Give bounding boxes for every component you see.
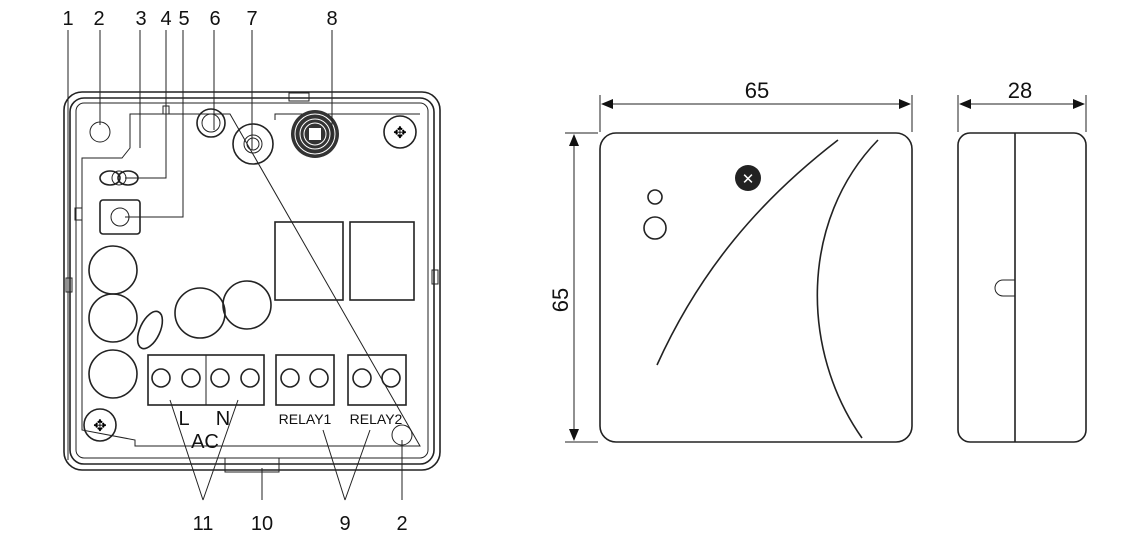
svg-text:✕: ✕	[742, 171, 755, 188]
led-left	[99, 170, 121, 186]
front-view: ✕ 65 65	[548, 78, 913, 443]
dimension-height: 65	[548, 288, 573, 312]
callout-3: 3	[135, 8, 146, 30]
callout-2: 2	[93, 8, 104, 30]
dimension-depth: 28	[1008, 78, 1032, 103]
screw-icon: ✥	[83, 408, 117, 442]
led	[111, 170, 127, 186]
internal-view: ✥ ✥	[62, 8, 441, 535]
antenna-coil	[291, 110, 339, 158]
pcb	[81, 113, 421, 447]
screw-icon: ✕	[735, 165, 761, 191]
svg-text:✥: ✥	[93, 418, 106, 435]
callout-4: 4	[160, 8, 171, 30]
callout-5: 5	[178, 8, 189, 30]
callout-9: 9	[339, 513, 350, 535]
terminal-block-relay2	[347, 354, 407, 406]
label-relay2: RELAY2	[350, 411, 403, 427]
svg-text:✥: ✥	[393, 125, 406, 142]
screw-icon: ✥	[383, 115, 417, 149]
side-view: 28	[957, 78, 1087, 443]
callout-2-bottom: 2	[396, 513, 407, 535]
cable-entry	[224, 457, 280, 473]
label-n: N	[216, 408, 230, 430]
callout-8: 8	[326, 8, 337, 30]
component-7	[232, 123, 274, 165]
callout-10: 10	[251, 513, 273, 535]
side-enclosure	[957, 132, 1087, 443]
front-enclosure	[599, 132, 913, 443]
callout-1: 1	[62, 8, 73, 30]
label-l: L	[178, 408, 189, 430]
dimension-width: 65	[745, 78, 769, 103]
callout-11: 11	[193, 513, 214, 535]
relay-1	[274, 221, 344, 301]
callout-6: 6	[209, 8, 220, 30]
label-ac: AC	[191, 431, 219, 453]
callout-7: 7	[246, 8, 257, 30]
component-6	[196, 108, 226, 138]
relay-2	[349, 221, 415, 301]
label-relay1: RELAY1	[279, 411, 332, 427]
terminal-block-relay1	[275, 354, 335, 406]
terminal-block-ac	[147, 354, 265, 406]
